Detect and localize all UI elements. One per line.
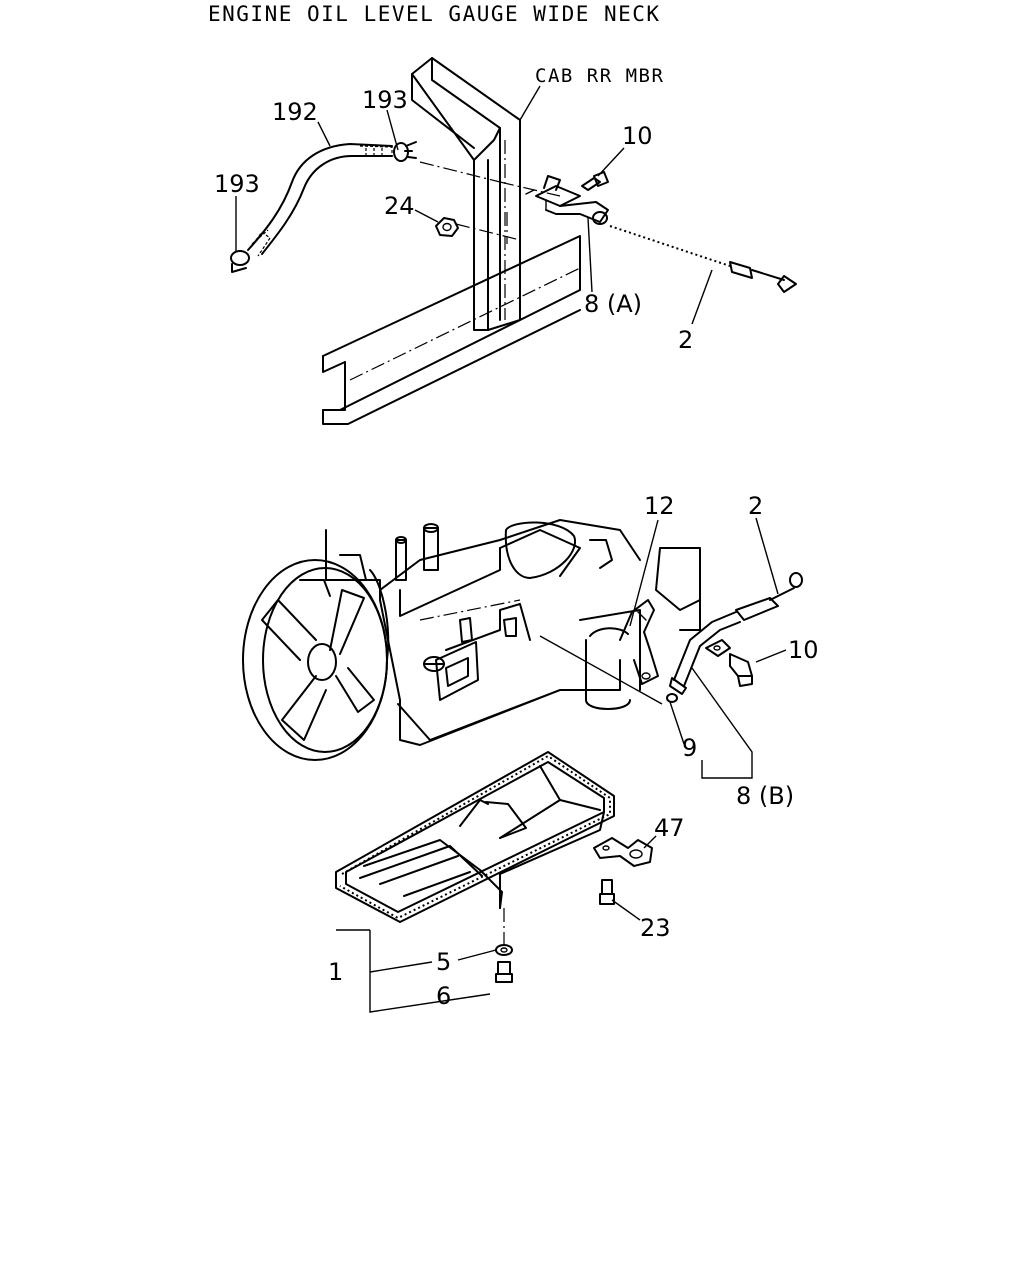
bolt-pan: [599, 879, 615, 905]
callout-10-bottom: 10: [788, 636, 819, 664]
pan-bracket: [593, 837, 653, 867]
hose-clamp-left: [230, 250, 250, 273]
callout-10-top: 10: [622, 122, 653, 150]
callout-8a: 8 (A): [584, 290, 642, 318]
callout-47: 47: [654, 814, 685, 842]
callout-192: 192: [272, 98, 318, 126]
callout-23: 23: [640, 914, 671, 942]
callout-9: 9: [682, 734, 697, 762]
gauge-guide-tube: [669, 611, 741, 695]
callout-193-left: 193: [214, 170, 260, 198]
nut: [435, 217, 459, 237]
hose-clamp-right: [393, 141, 417, 162]
oil-level-gauge-bottom: [735, 572, 803, 621]
bolt-bottom: [729, 653, 753, 687]
hose: [247, 143, 393, 257]
callout-24: 24: [384, 192, 415, 220]
callout-8b: 8 (B): [736, 782, 794, 810]
washer: [495, 944, 513, 956]
frame-crossmember: [322, 235, 581, 425]
bracket-a: [535, 175, 609, 225]
drain-plug: [495, 961, 513, 983]
callout-12: 12: [644, 492, 675, 520]
bottom-view: 12 2 10 9 8 (B) 47 23 1 5 6: [242, 492, 819, 1013]
callout-193-right: 193: [362, 86, 408, 114]
oil-pan: [335, 751, 615, 944]
o-ring: [666, 693, 678, 703]
diagram-title: ENGINE OIL LEVEL GAUGE WIDE NECK: [208, 2, 661, 26]
oil-level-gauge-top: [609, 225, 797, 293]
engine-block: [325, 519, 701, 746]
callout-2-top: 2: [678, 326, 693, 354]
engine-fan: [242, 559, 390, 761]
top-view: CAB RR MBR 192 193 193 24 10 8 (A) 2: [214, 57, 797, 425]
callout-1: 1: [328, 958, 343, 986]
callout-2-bottom: 2: [748, 492, 763, 520]
label-cab-rr-mbr: CAB RR MBR: [535, 65, 664, 87]
callout-5: 5: [436, 948, 451, 976]
callout-6: 6: [436, 982, 451, 1010]
cab-rear-member: [411, 57, 521, 331]
bracket-12: [619, 599, 659, 685]
